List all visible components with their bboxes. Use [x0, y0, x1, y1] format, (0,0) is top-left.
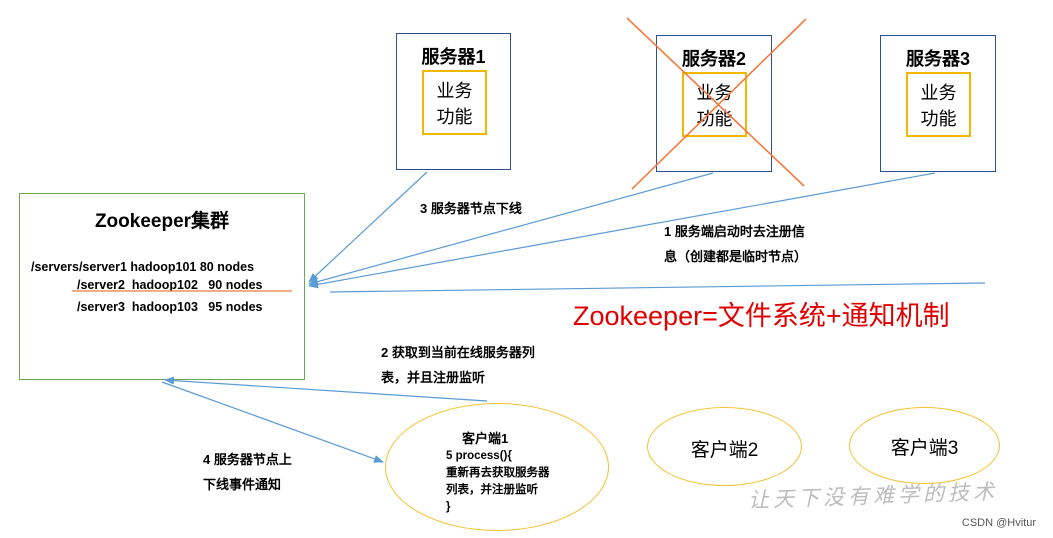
- divider-line: [329, 282, 986, 293]
- arrow-server3-to-zookeeper: [308, 172, 936, 289]
- znode-server1: /servers/server1 hadoop101 80 nodes: [31, 260, 255, 274]
- client1-process-block: 5 process(){ 重新再去获取服务器 列表，并注册监听 }: [446, 448, 550, 516]
- offline-cross-line-2: [631, 18, 807, 190]
- client1-title: 客户端1: [462, 431, 509, 446]
- business-function-box-1: 业务 功能: [422, 70, 487, 135]
- step2-note: 2 获取到当前在线服务器列 表，并且注册监听: [381, 340, 535, 390]
- client2-label: 客户端2: [690, 440, 759, 461]
- client1-process-line4: }: [446, 501, 451, 513]
- znode-server3: /server3 hadoop103 95 nodes: [77, 300, 263, 314]
- business-label-line1: 业务: [696, 83, 733, 103]
- client1-process-line3: 列表，并注册监听: [446, 484, 538, 496]
- business-label-line2: 功能: [436, 107, 473, 127]
- client2-ellipse: 客户端2: [647, 407, 802, 486]
- step2-note-line1: 2 获取到当前在线服务器列: [381, 345, 535, 360]
- client3-label: 客户端3: [890, 438, 959, 459]
- arrow-client1-to-zookeeper: [164, 376, 488, 402]
- client1-process-line1: 5 process(){: [446, 450, 512, 462]
- step1-note-line1: 1 服务端启动时去注册信: [664, 224, 805, 239]
- server-box-2: 服务器2 业务 功能: [656, 35, 772, 172]
- client1-process-line2: 重新再去获取服务器: [446, 467, 550, 479]
- server-box-1: 服务器1 业务 功能: [396, 33, 511, 170]
- step2-note-line2: 表，并且注册监听: [381, 370, 486, 385]
- business-function-box-2: 业务 功能: [682, 72, 747, 137]
- step4-note: 4 服务器节点上 下线事件通知: [203, 447, 292, 497]
- server-title-1: 服务器1: [421, 47, 486, 67]
- znode-server2: /server2 hadoop102 90 nodes: [77, 278, 263, 292]
- step1-note-line2: 息（创建都是临时节点）: [664, 249, 808, 264]
- step3-note: 3 服务器节点下线: [420, 201, 522, 216]
- arrow-server2-to-zookeeper: [308, 172, 714, 286]
- zookeeper-cluster-box: Zookeeper集群 /servers/server1 hadoop101 8…: [19, 193, 305, 380]
- server-title-2: 服务器2: [681, 49, 746, 69]
- arrow-server1-to-zookeeper: [308, 171, 428, 283]
- step4-note-line1: 4 服务器节点上: [203, 452, 292, 467]
- business-label-line2: 功能: [920, 109, 957, 129]
- arrow-zookeeper-to-client1: [161, 381, 384, 463]
- server-title-3: 服务器3: [905, 49, 970, 69]
- zookeeper-formula: Zookeeper=文件系统+通知机制: [573, 301, 950, 331]
- csdn-credit: CSDN @Hvitur: [961, 517, 1036, 529]
- client3-ellipse: 客户端3: [849, 407, 1000, 484]
- client1-ellipse: 客户端1 5 process(){ 重新再去获取服务器 列表，并注册监听 }: [385, 403, 609, 531]
- business-label-line1: 业务: [920, 83, 957, 103]
- offline-cross-line-1: [626, 17, 805, 187]
- business-label-line2: 功能: [696, 109, 733, 129]
- business-label-line1: 业务: [436, 81, 473, 101]
- step4-note-line2: 下线事件通知: [203, 477, 282, 492]
- server-box-3: 服务器3 业务 功能: [880, 35, 996, 172]
- zookeeper-cluster-title: Zookeeper集群: [94, 211, 230, 232]
- business-function-box-3: 业务 功能: [906, 72, 971, 137]
- step1-note: 1 服务端启动时去注册信 息（创建都是临时节点）: [664, 219, 807, 269]
